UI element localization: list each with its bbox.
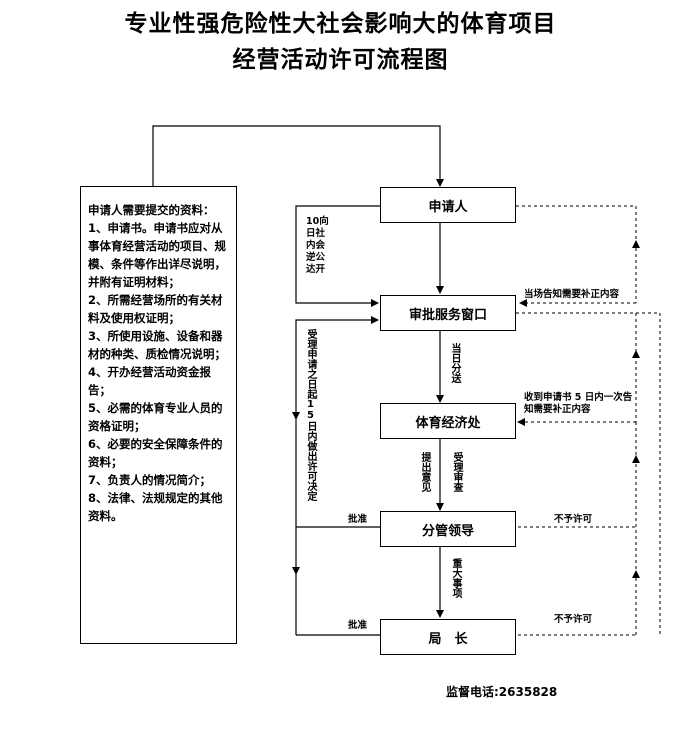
submit-loop [152, 125, 444, 187]
node-applicant: 申请人 [380, 187, 516, 223]
dashed-outer [636, 312, 661, 635]
node-sports-economy-office: 体育经济处 [380, 403, 516, 439]
requirement-item-4: 4、开办经营活动资金报告； [88, 365, 212, 397]
node-director: 局 长 [380, 619, 516, 655]
requirement-item-2: 2、所需经营场所的有关材料及使用权证明； [88, 293, 223, 325]
label-deny-1: 不予许可 [554, 514, 593, 525]
label-decision-15-days: 受理申请之日起15日内做出许可决定 [305, 329, 316, 501]
label-opinion: 提出意见 [419, 452, 430, 492]
requirement-item-6: 6、必要的安全保障条件的资料； [88, 437, 223, 469]
title-line-2: 经营活动许可流程图 [232, 47, 449, 73]
label-deny-2: 不予许可 [554, 614, 593, 625]
requirement-item-7: 7、负责人的情况简介； [88, 473, 212, 487]
requirement-item-5: 5、必需的体育专业人员的资格证明； [88, 401, 223, 433]
approve-return [295, 316, 379, 635]
label-approve-2: 批准 [348, 620, 368, 631]
label-approve-1: 批准 [348, 514, 368, 525]
node-service-window: 审批服务窗口 [380, 295, 516, 331]
requirements-box: 申请人需要提交的资料： 1、申请书。申请书应对从事体育经营活动的项目、规模、条件… [80, 186, 237, 644]
label-major-matters: 重大事项 [450, 558, 461, 598]
title-line-1: 专业性强危险性大社会影响大的体育项目 [124, 11, 557, 37]
requirement-item-1: 1、申请书。申请书应对从事体育经营活动的项目、规模、条件等作出详尽说明，并附有证… [88, 221, 226, 289]
node-leader-in-charge: 分管领导 [380, 511, 516, 547]
requirements-heading: 申请人需要提交的资料： [88, 203, 215, 217]
supervision-phone: 监督电话:2635828 [446, 685, 558, 699]
dashed-right-applicant [516, 205, 637, 303]
label-review: 受理审查 [451, 452, 462, 492]
requirement-item-8: 8、法律、法规规定的其他资料。 [88, 491, 223, 523]
label-same-day: 当日分送 [449, 343, 460, 383]
loop-ten-days [295, 205, 380, 307]
label-notify-onsite: 当场告知需要补正内容 [524, 289, 620, 300]
requirement-item-3: 3、所使用设施、设备和器材的种类、质检情况说明； [88, 329, 226, 361]
label-ten-days: 10向日社内会逆公达开 [306, 216, 329, 275]
label-within5: 收到申请书 5 日内一次告知需要补正内容 [524, 392, 633, 415]
